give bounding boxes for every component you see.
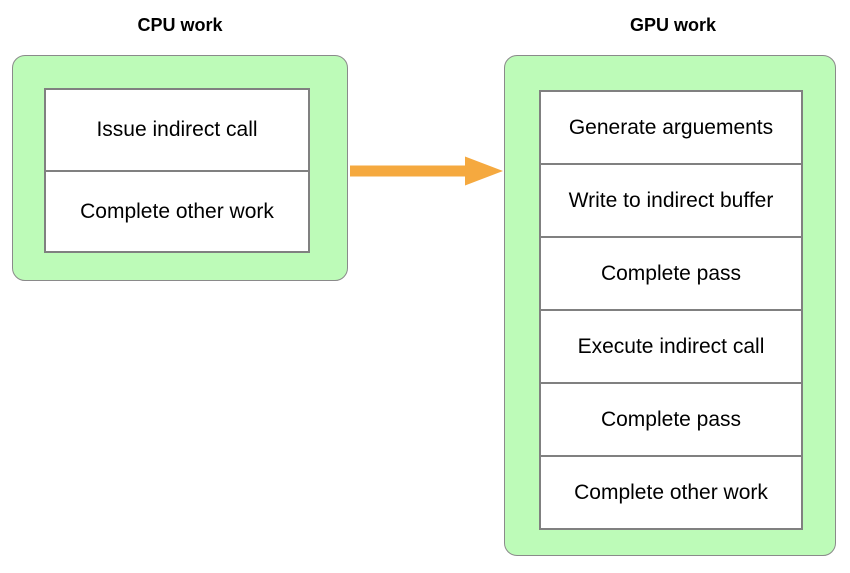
cpu-step-row: Complete other work (46, 171, 308, 251)
gpu-step-row: Complete pass (541, 384, 801, 457)
cpu-step-label: Complete other work (80, 199, 274, 223)
gpu-step-row: Write to indirect buffer (541, 165, 801, 238)
gpu-column-title: GPU work (629, 15, 717, 35)
cpu-step-label: Issue indirect call (96, 118, 258, 142)
gpu-step-label: Complete pass (600, 407, 742, 431)
gpu-step-label: Complete other work (574, 480, 768, 504)
gpu-step-row: Generate arguements (541, 92, 801, 165)
cpu-step-row: Issue indirect call (46, 90, 308, 172)
gpu-step-stack: Generate arguements Write to indirect bu… (539, 90, 803, 530)
gpu-step-label: Write to indirect buffer (568, 188, 774, 212)
gpu-step-label: Generate arguements (568, 115, 774, 139)
gpu-step-row: Complete other work (541, 457, 801, 528)
gpu-step-label: Execute indirect call (577, 334, 765, 358)
gpu-step-row: Execute indirect call (541, 311, 801, 384)
gpu-step-row: Complete pass (541, 238, 801, 311)
cpu-step-stack: Issue indirect call Complete other work (44, 88, 310, 253)
gpu-step-label: Complete pass (600, 261, 742, 285)
cpu-column-title: CPU work (137, 15, 223, 35)
cpu-to-gpu-arrow-icon (350, 156, 503, 186)
